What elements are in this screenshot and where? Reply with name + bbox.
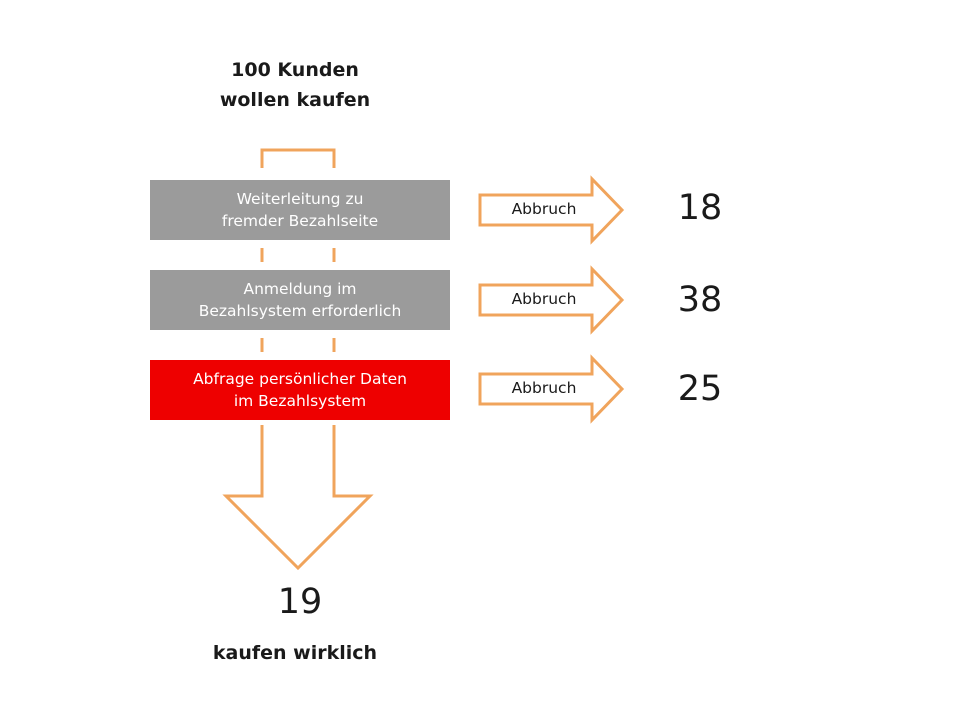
- start-label: 100 Kunden wollen kaufen: [190, 55, 400, 115]
- step-line2: im Bezahlsystem: [233, 392, 367, 410]
- dropped-count: 18: [677, 188, 723, 228]
- main-flow-top-bracket: [260, 148, 336, 168]
- abort-label: Abbruch: [511, 200, 577, 218]
- abort-label: Abbruch: [511, 290, 577, 308]
- abort-arrow: [478, 354, 625, 424]
- abort-arrow: [478, 265, 625, 335]
- dropped-count: 25: [677, 369, 723, 409]
- abort-arrow: [478, 175, 625, 245]
- step-line1: Anmeldung im: [243, 280, 357, 298]
- dropped-count: 38: [677, 280, 723, 320]
- step-line2: fremder Bezahlseite: [221, 212, 379, 230]
- result-count: 19: [277, 582, 323, 622]
- step-line1: Abfrage persönlicher Daten: [193, 370, 407, 388]
- main-flow-arrow: [222, 425, 374, 571]
- step-line1: Weiterleitung zu: [236, 190, 364, 208]
- step-line2: Bezahlsystem erforderlich: [198, 302, 402, 320]
- step-login: Anmeldung im Bezahlsystem erforderlich: [150, 270, 450, 330]
- start-label-line2: wollen kaufen: [219, 89, 371, 111]
- abort-label: Abbruch: [511, 379, 577, 397]
- result-label: kaufen wirklich: [212, 642, 378, 664]
- step-redirect: Weiterleitung zu fremder Bezahlseite: [150, 180, 450, 240]
- start-label-line1: 100 Kunden: [231, 59, 359, 81]
- step-personal-data: Abfrage persönlicher Daten im Bezahlsyst…: [150, 360, 450, 420]
